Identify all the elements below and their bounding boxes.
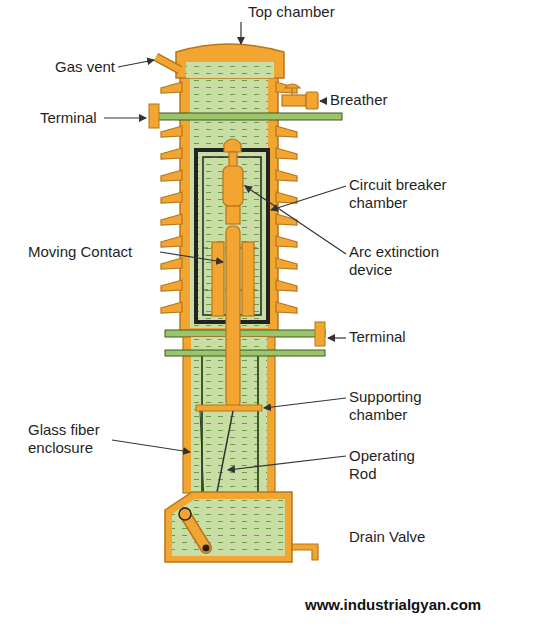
crank-pin [203, 545, 210, 552]
part-label: Operating Rod [349, 447, 444, 483]
arc-extinction-device [223, 139, 243, 224]
cross-bar [196, 405, 262, 411]
gas-vent-pipe [156, 57, 180, 70]
part-label: Top chamber [248, 3, 368, 21]
terminal-plate [315, 322, 325, 346]
part-label: Breather [330, 91, 420, 109]
leader-lines [104, 22, 346, 470]
terminal-bar [150, 113, 342, 120]
support-plate [165, 350, 325, 356]
oil-fill [186, 62, 274, 78]
breather-pipe [282, 95, 306, 106]
part-label: Gas vent [55, 58, 145, 76]
watermark: www.industrialgyan.com [305, 596, 550, 614]
part-label: Arc extinction device [349, 243, 467, 279]
part-label: Terminal [40, 109, 120, 127]
moving-contact [226, 226, 240, 408]
part-label: Circuit breaker chamber [349, 176, 474, 212]
breather-body [306, 92, 318, 109]
support-rod [257, 356, 259, 493]
drain-valve [292, 544, 318, 560]
part-label: Drain Valve [349, 528, 459, 546]
gas-vent-pipe [156, 57, 180, 70]
breather-cap [285, 84, 300, 95]
terminal-bar [165, 330, 325, 337]
terminal-plate [149, 104, 159, 128]
crank-pivot [179, 508, 191, 520]
mechanism-tank [165, 492, 292, 562]
part-label: Glass fiber enclosure [28, 421, 120, 457]
oil-fill [172, 499, 285, 556]
part-label: Terminal [349, 328, 439, 346]
top-chamber-dome [176, 44, 284, 78]
part-label: Moving Contact [28, 243, 168, 261]
part-label: Supporting chamber [349, 388, 461, 424]
